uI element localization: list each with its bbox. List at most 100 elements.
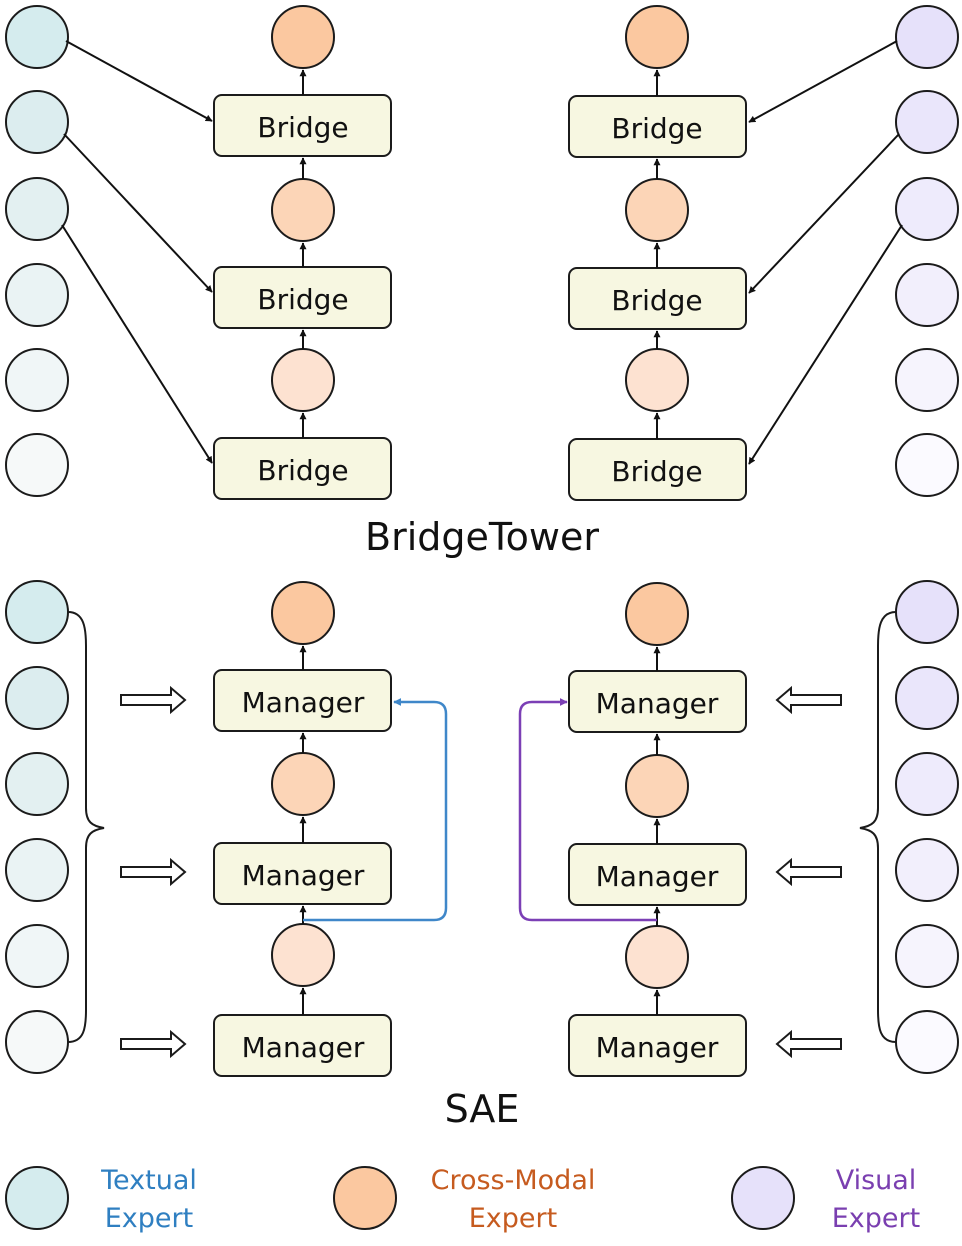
bt-left-cross-node-mid [271, 178, 335, 242]
bt-textual-to-bridge-arrow [63, 133, 213, 293]
sae-left-cross-node-low [271, 923, 335, 987]
legend-visual-expert: Visual Expert [731, 1165, 920, 1234]
bt-textual-to-bridge-arrow [65, 40, 213, 122]
bt-textual-node-4 [5, 263, 69, 327]
sae-right-cross-node-low [625, 925, 689, 989]
bt-textual-node-6 [5, 433, 69, 497]
sae-visual-node-2 [895, 666, 959, 730]
bt-right-cross-node-mid [625, 178, 689, 242]
sae-left-manager-3: Manager [213, 1014, 392, 1077]
bt-visual-node-2 [895, 90, 959, 154]
bridgetower-section: Bridge Bridge Bridge [5, 5, 959, 559]
hollow-right-arrow [120, 857, 187, 887]
sae-left-manager-2: Manager [213, 842, 392, 905]
hollow-left-arrow [775, 685, 842, 715]
legend-textual-line1: Textual [100, 1165, 197, 1196]
bt-right-bridge-2: Bridge [568, 267, 747, 330]
manager-label: Manager [596, 1031, 719, 1064]
visual-aggregation-brace [859, 611, 897, 1043]
bt-visual-to-bridge-arrow [748, 133, 900, 294]
sae-section: Manager Manager Manager M [5, 580, 959, 1131]
bridge-label: Bridge [257, 283, 348, 316]
bt-textual-node-1 [5, 5, 69, 69]
bt-right-tower: Bridge Bridge Bridge [568, 5, 903, 501]
sae-textual-node-6 [5, 1010, 69, 1074]
sae-textual-node-3 [5, 752, 69, 816]
bt-left-cross-node-low [271, 348, 335, 412]
manager-label: Manager [242, 686, 365, 719]
sae-visual-node-5 [895, 924, 959, 988]
manager-label: Manager [596, 860, 719, 893]
bridgetower-title: BridgeTower [365, 515, 599, 559]
bt-visual-to-bridge-arrow [748, 224, 903, 465]
bridge-label: Bridge [257, 111, 348, 144]
bt-textual-to-bridge-arrow [61, 224, 213, 464]
sae-visual-node-1 [895, 580, 959, 644]
bt-visual-node-5 [895, 348, 959, 412]
hollow-right-arrow [120, 685, 187, 715]
bt-visual-node-6 [895, 433, 959, 497]
sae-right-manager-3: Manager [568, 1014, 747, 1077]
legend-cross-modal-swatch [333, 1166, 397, 1230]
legend-cross-modal-expert: Cross-Modal Expert [333, 1165, 596, 1234]
bridge-label: Bridge [611, 455, 702, 488]
sae-textual-node-1 [5, 580, 69, 644]
legend-cross-modal-line2: Expert [469, 1203, 557, 1234]
sae-textual-node-4 [5, 838, 69, 902]
sae-right-tower: Manager Manager Manager [518, 582, 747, 1077]
sae-right-manager-2: Manager [568, 843, 747, 906]
sae-textual-experts [5, 580, 69, 1074]
bt-left-bridge-2: Bridge [213, 266, 392, 329]
sae-right-cross-node-top [625, 582, 689, 646]
bt-textual-node-2 [5, 90, 69, 154]
sae-left-manager-1: Manager [213, 669, 392, 732]
sae-right-cross-node-mid [625, 754, 689, 818]
bt-visual-experts [895, 5, 959, 497]
sae-right-manager-1: Manager [568, 670, 747, 733]
bt-right-bridge-3: Bridge [568, 438, 747, 501]
sae-left-tower: Manager Manager Manager [213, 581, 448, 1077]
textual-skip-connection-arrow [303, 698, 448, 922]
sae-textual-node-5 [5, 924, 69, 988]
sae-visual-node-4 [895, 838, 959, 902]
bt-textual-experts [5, 5, 69, 497]
bt-left-tower: Bridge Bridge Bridge [61, 5, 392, 500]
sae-left-cross-node-top [271, 581, 335, 645]
sae-visual-experts [895, 580, 959, 1074]
sae-left-cross-node-mid [271, 752, 335, 816]
sae-title: SAE [445, 1087, 520, 1131]
bridge-label: Bridge [611, 284, 702, 317]
bt-textual-node-3 [5, 177, 69, 241]
bt-visual-to-bridge-arrow [748, 40, 898, 123]
bt-right-bridge-1: Bridge [568, 95, 747, 158]
visual-hollow-arrows [775, 685, 842, 1059]
bt-left-bridge-1: Bridge [213, 94, 392, 157]
legend-visual-line1: Visual [836, 1165, 917, 1196]
legend: Textual Expert Cross-Modal Expert Visual… [5, 1165, 920, 1234]
manager-label: Manager [242, 859, 365, 892]
legend-textual-line2: Expert [105, 1203, 193, 1234]
bt-visual-node-1 [895, 5, 959, 69]
sae-visual-node-3 [895, 752, 959, 816]
bt-visual-node-4 [895, 263, 959, 327]
legend-textual-expert: Textual Expert [5, 1165, 197, 1234]
bridge-label: Bridge [611, 112, 702, 145]
bt-left-bridge-3: Bridge [213, 437, 392, 500]
hollow-right-arrow [120, 1029, 187, 1059]
bt-right-cross-node-low [625, 348, 689, 412]
sae-visual-node-6 [895, 1010, 959, 1074]
legend-textual-swatch [5, 1166, 69, 1230]
hollow-left-arrow [775, 1029, 842, 1059]
textual-hollow-arrows [120, 685, 187, 1059]
legend-visual-swatch [731, 1166, 795, 1230]
manager-label: Manager [596, 687, 719, 720]
manager-label: Manager [242, 1031, 365, 1064]
sae-textual-node-2 [5, 666, 69, 730]
legend-visual-line2: Expert [832, 1203, 920, 1234]
bt-textual-node-5 [5, 348, 69, 412]
hollow-left-arrow [775, 857, 842, 887]
legend-cross-modal-line1: Cross-Modal [431, 1165, 596, 1196]
visual-skip-connection-arrow [518, 698, 657, 922]
bridge-label: Bridge [257, 454, 348, 487]
